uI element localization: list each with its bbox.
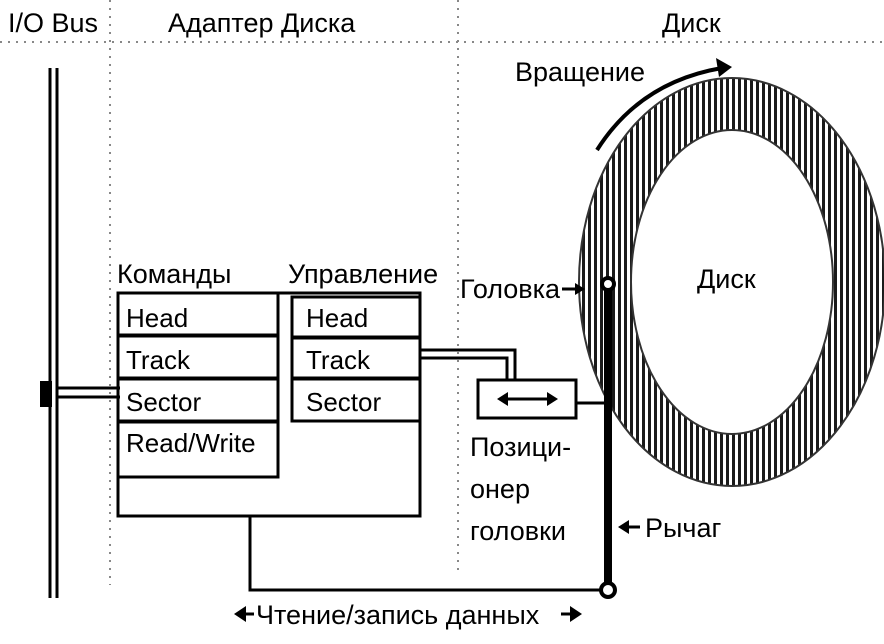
header-disk: Диск [662, 8, 721, 38]
positioner-label-line-3: головки [470, 516, 566, 546]
commands-cell-sector: Sector [126, 387, 201, 417]
disk-center-label: Диск [697, 264, 756, 294]
control-cell-head: Head [306, 303, 368, 333]
disk-platter-outer-edge [578, 77, 884, 487]
track-link-outer [420, 348, 517, 380]
track-link-inner [420, 356, 509, 380]
control-cell-sector: Sector [306, 387, 381, 417]
data-left-arrow-icon [234, 606, 246, 622]
rotation-arrowhead-icon [716, 58, 732, 77]
head-label: Головка [460, 274, 561, 304]
positioner-label-line-2: онер [470, 474, 530, 504]
commands-cell-read-write: Read/Write [126, 428, 256, 458]
data-label: Чтение/запись данных [256, 600, 540, 630]
control-title: Управление [288, 259, 438, 289]
control-row-sector [290, 377, 422, 423]
positioner-right-arrow-icon [547, 392, 558, 406]
commands-title: Команды [117, 259, 231, 289]
commands-cell-head: Head [126, 303, 188, 333]
commands-cell-track: Track [126, 345, 191, 375]
arm-label: Рычаг [645, 513, 721, 543]
head-label-arrowhead-icon [575, 283, 585, 295]
data-line [248, 516, 601, 592]
header-io-bus: I/O Bus [8, 8, 98, 38]
data-right-arrow-icon [570, 606, 582, 622]
rotation-label: Вращение [515, 57, 645, 87]
header-adapter: Адаптер Диска [168, 8, 356, 38]
read-write-head [600, 276, 616, 292]
control-cell-track: Track [306, 345, 371, 375]
rotation-arrow [595, 66, 723, 152]
positioner-left-arrow-icon [497, 392, 508, 406]
commands-row-read-write [116, 420, 280, 479]
disk-platter-inner-edge [630, 129, 834, 435]
arm-label-arrowhead-icon [618, 520, 629, 534]
positioner-label-line-1: Позици- [470, 432, 571, 462]
arm-pivot [599, 581, 617, 599]
io-bus-connector [40, 381, 52, 407]
